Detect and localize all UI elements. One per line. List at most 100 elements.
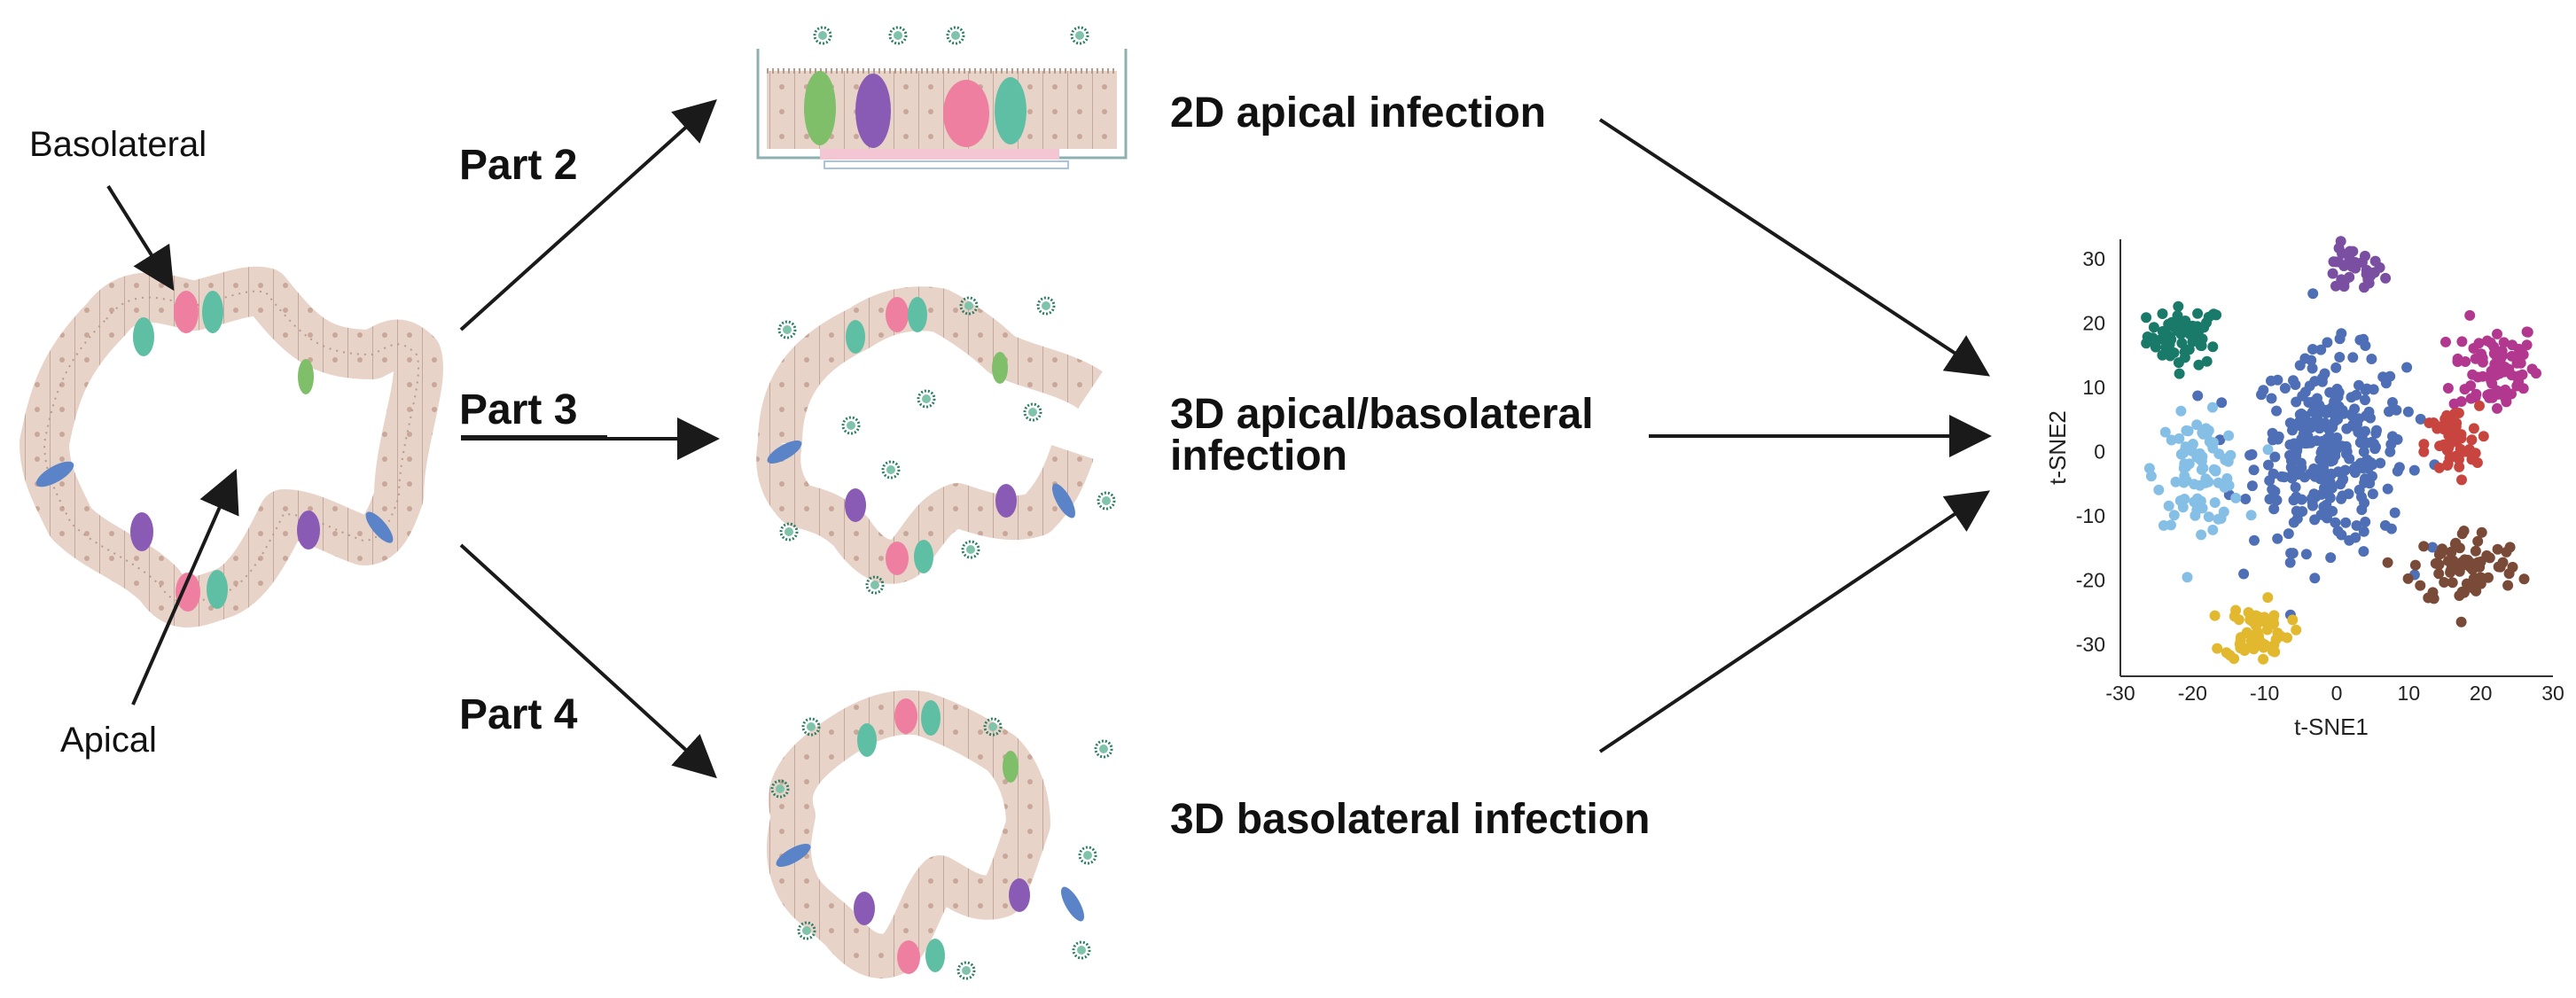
cluster-6-point: [2402, 573, 2414, 584]
cluster-0-point: [2168, 347, 2180, 358]
goblet-cell: [176, 573, 200, 612]
cluster-3-point: [2288, 375, 2299, 386]
cluster-2-point: [2526, 363, 2538, 375]
cluster-6-point: [2504, 542, 2516, 553]
cluster-2-point: [2467, 369, 2478, 380]
enteroendocrine-cell: [846, 320, 865, 354]
cluster-3-point: [2360, 516, 2371, 527]
cluster-3-point: [2427, 542, 2439, 553]
cluster-4-point: [2200, 473, 2212, 485]
cluster-2-point: [2473, 338, 2485, 349]
cluster-2-point: [2456, 336, 2468, 347]
goblet-cell: [886, 542, 909, 575]
cluster-3-point: [2369, 438, 2379, 449]
immune-cell: [1052, 483, 1075, 518]
cluster-4-point: [2213, 477, 2224, 488]
cluster-0-point: [2193, 325, 2205, 337]
cluster-6-point: [2382, 557, 2393, 568]
cluster-5-point: [2470, 448, 2481, 459]
immune-cell: [35, 461, 74, 487]
cluster-7-point: [2212, 643, 2223, 654]
cluster-4-point: [2218, 506, 2229, 518]
cluster-3-point: [2367, 488, 2378, 500]
cluster-2-point: [2492, 328, 2502, 339]
cluster-3-point: [2336, 441, 2347, 452]
cluster-2-point: [2498, 337, 2510, 348]
cluster-3-point: [2315, 344, 2327, 355]
cluster-7-point: [2235, 635, 2246, 646]
cluster-7-point: [2241, 627, 2252, 638]
cluster-3-point: [2307, 500, 2318, 511]
y-tick-label: -20: [2076, 568, 2105, 591]
cluster-1-point: [2369, 255, 2381, 267]
immune-cell: [776, 844, 811, 867]
virus-icon: [1070, 26, 1089, 45]
enteroendocrine-cell: [133, 317, 154, 356]
cluster-4-point: [2175, 495, 2187, 506]
cluster-4-point: [2190, 510, 2201, 521]
cluster-5-point: [2471, 457, 2483, 468]
cluster-6-point: [2447, 577, 2458, 589]
goblet-cell: [897, 940, 920, 974]
cluster-3-point: [2288, 495, 2299, 506]
cluster-6-point: [2492, 543, 2503, 555]
cluster-5-point: [2433, 462, 2445, 473]
cluster-4-point: [2262, 444, 2274, 456]
cluster-5-point: [2418, 439, 2430, 450]
cluster-7-point: [2229, 653, 2240, 665]
cluster-0-point: [2141, 312, 2152, 324]
cluster-4-point: [2223, 480, 2235, 491]
immune-cell: [1061, 886, 1084, 922]
cluster-1-point: [2362, 274, 2374, 285]
cluster-3-point: [2271, 405, 2283, 417]
cluster-2-point: [2499, 362, 2510, 372]
cluster-6-point: [2483, 572, 2494, 583]
cluster-2-point: [2452, 353, 2463, 364]
cluster-3-point: [2269, 486, 2281, 497]
cluster-4-point: [2178, 463, 2190, 474]
cluster-1-point: [2333, 243, 2345, 253]
cluster-0-point: [2192, 308, 2204, 319]
cluster-7-point: [2233, 614, 2244, 626]
tuft-cell: [804, 71, 836, 145]
cluster-3-point: [2296, 408, 2307, 419]
cluster-3-point: [2379, 519, 2391, 531]
cluster-1-point: [2338, 261, 2350, 271]
cluster-4-point: [2182, 425, 2194, 437]
cluster-5-point: [2434, 441, 2446, 452]
paneth-cell: [130, 512, 153, 551]
cluster-0-point: [2166, 316, 2177, 328]
cluster-3-point: [2294, 360, 2306, 371]
cluster-0-point: [2165, 331, 2175, 342]
cluster-3-point: [2330, 362, 2342, 373]
cluster-4-point: [2153, 484, 2165, 495]
cluster-3-point: [2392, 433, 2403, 445]
cluster-3-point: [2314, 473, 2326, 485]
organoid-3d-basolateral: [767, 690, 1113, 980]
cluster-5-point: [2454, 461, 2465, 472]
cluster-4-point: [2168, 510, 2180, 521]
cluster-3-point: [2307, 288, 2319, 300]
virus-icon: [961, 540, 980, 559]
organoid-3d-apical-basolateral: [756, 286, 1116, 595]
cluster-1-point: [2361, 264, 2372, 276]
cluster-0-point: [2176, 338, 2188, 349]
cluster-5-point: [2418, 446, 2430, 457]
cluster-3-point: [2263, 459, 2274, 471]
cluster-0-point: [2193, 359, 2205, 370]
cluster-3-point: [2357, 463, 2369, 474]
cluster-5-point: [2424, 417, 2435, 429]
cluster-6-point: [2446, 546, 2457, 557]
cluster-3-point: [2366, 354, 2377, 364]
cluster-3-point: [2307, 344, 2318, 355]
cluster-6-point: [2415, 580, 2426, 591]
cluster-3-point: [2380, 378, 2392, 389]
y-tick-label: -10: [2076, 504, 2105, 527]
cluster-1-point: [2327, 268, 2338, 279]
cluster-6-point: [2446, 562, 2457, 573]
cluster-3-point: [2358, 446, 2369, 457]
cluster-7-point: [2268, 610, 2280, 621]
cluster-3-point: [2279, 383, 2291, 394]
epithelium-ring: [767, 690, 1050, 979]
